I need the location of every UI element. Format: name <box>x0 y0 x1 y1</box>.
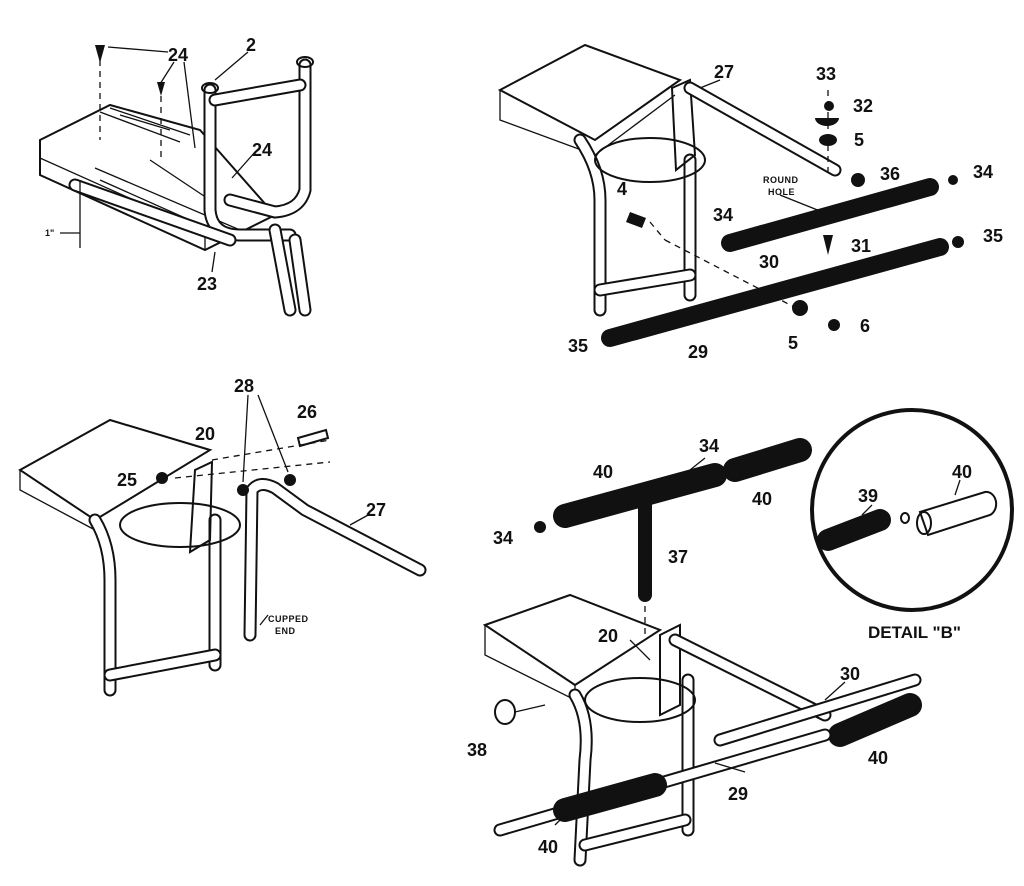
note-cupped: CUPPED <box>268 614 309 624</box>
callout-40e: 40 <box>952 462 972 482</box>
callout-29: 29 <box>688 342 708 362</box>
callout-30b: 30 <box>840 664 860 684</box>
callout-4: 4 <box>617 179 627 199</box>
callout-38: 38 <box>467 740 487 760</box>
dimension-1in: 1" <box>45 228 54 238</box>
callout-34d: 34 <box>699 436 719 456</box>
seat-board-br <box>482 593 663 687</box>
callout-35a: 35 <box>983 226 1003 246</box>
callout-40c: 40 <box>868 748 888 768</box>
note-hole: HOLE <box>768 187 795 197</box>
callout-39: 39 <box>858 486 878 506</box>
seat-board-tr <box>497 43 683 142</box>
callout-23: 23 <box>197 274 217 294</box>
callout-34a: 34 <box>973 162 993 182</box>
callout-5b: 5 <box>788 333 798 353</box>
callout-20b: 20 <box>598 626 618 646</box>
callout-28: 28 <box>234 376 254 396</box>
callout-36: 36 <box>880 164 900 184</box>
callout-37: 37 <box>668 547 688 567</box>
callout-24a: 24 <box>168 45 188 65</box>
callout-31: 31 <box>851 236 871 256</box>
callout-24b: 24 <box>252 140 272 160</box>
quadrant-top-left: 24 2 24 23 1" <box>39 35 314 317</box>
callout-25: 25 <box>117 470 137 490</box>
callout-6: 6 <box>860 316 870 336</box>
note-end: END <box>275 626 296 636</box>
callout-33: 33 <box>816 64 836 84</box>
callout-20a: 20 <box>195 424 215 444</box>
callout-34b: 34 <box>713 205 733 225</box>
callout-40a: 40 <box>593 462 613 482</box>
callout-34c: 34 <box>493 528 513 548</box>
detail-b-title: DETAIL "B" <box>868 623 961 642</box>
callout-29b: 29 <box>728 784 748 804</box>
callout-40b: 40 <box>752 489 772 509</box>
detail-b: 39 40 DETAIL "B" <box>810 408 1014 642</box>
callout-35b: 35 <box>568 336 588 356</box>
callout-30: 30 <box>759 252 779 272</box>
callout-26: 26 <box>297 402 317 422</box>
callout-40d: 40 <box>538 837 558 857</box>
callout-5a: 5 <box>854 130 864 150</box>
quadrant-top-right: 27 33 32 5 36 34 4 34 30 31 35 35 29 5 6… <box>497 43 1003 362</box>
seat-board-bl <box>18 418 213 522</box>
quadrant-bottom-right: 34 40 40 34 37 20 30 38 40 29 40 <box>467 436 922 867</box>
quadrant-bottom-left: 28 26 20 25 27 CUPPED END <box>18 376 427 697</box>
callout-27: 27 <box>714 62 734 82</box>
callout-27b: 27 <box>366 500 386 520</box>
callout-32: 32 <box>853 96 873 116</box>
callout-2: 2 <box>246 35 256 55</box>
note-round: ROUND <box>763 175 799 185</box>
